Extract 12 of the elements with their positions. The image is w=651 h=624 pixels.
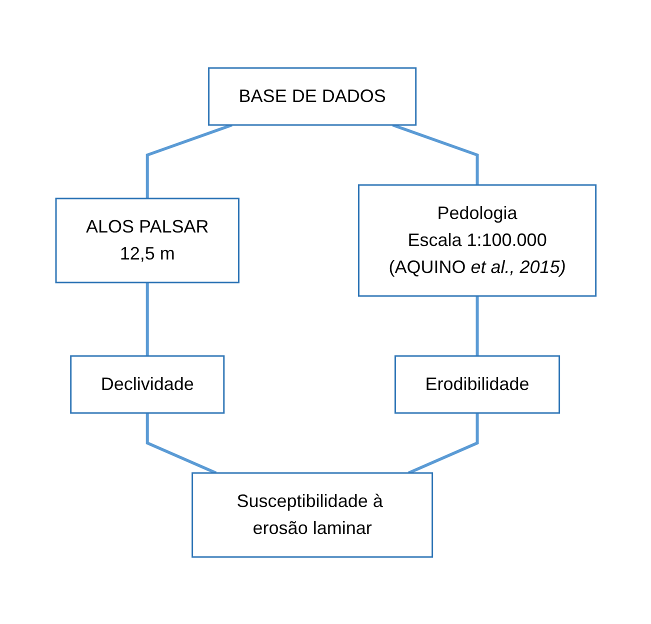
node-box: Susceptibilidade à erosão laminar (191, 472, 433, 558)
connector (408, 412, 478, 474)
connector (145, 282, 148, 356)
connector (145, 412, 216, 474)
connector (475, 296, 478, 356)
node-box: Declividade (70, 354, 224, 414)
node-box: BASE DE DADOS (208, 66, 416, 126)
connector (392, 123, 478, 184)
node-box: Pedologia Escala 1:100.000 (AQUINO et al., 2015) (358, 184, 596, 296)
node-box: Erodibilidade (394, 354, 560, 414)
node-box: ALOS PALSAR 12,5 m (54, 197, 240, 283)
connector (145, 123, 232, 198)
